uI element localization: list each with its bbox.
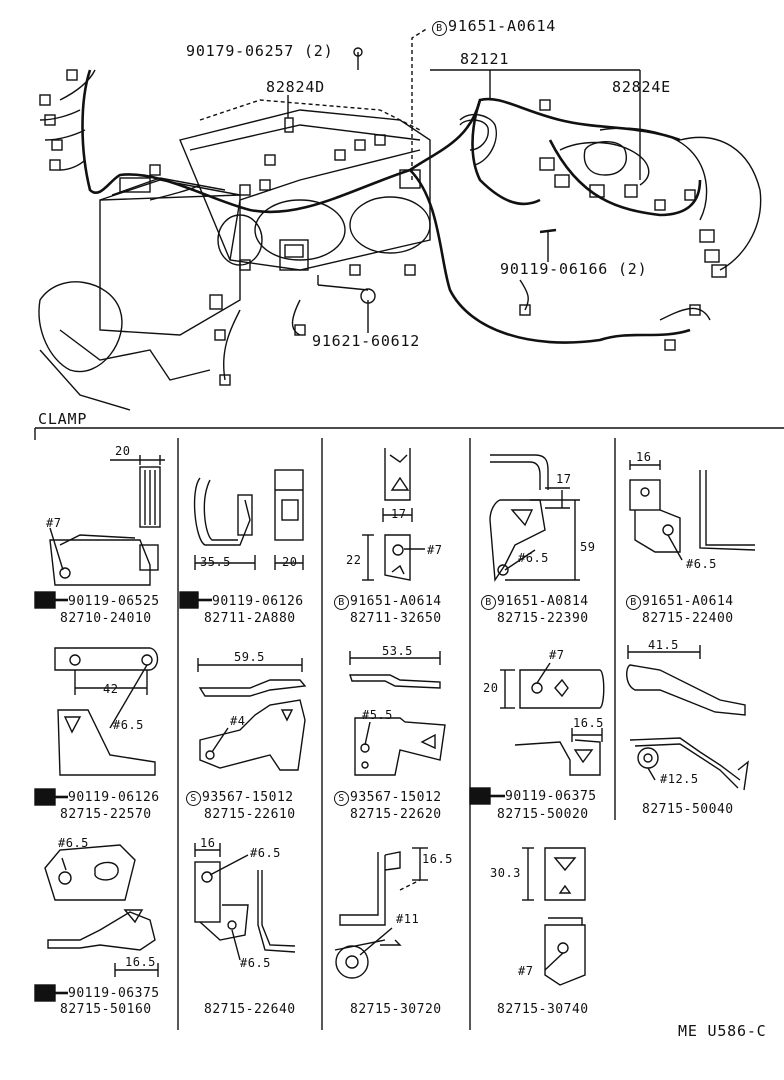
clamp-section-title: CLAMP	[38, 410, 88, 428]
dim: #6.5	[686, 557, 717, 571]
dim: 16	[636, 450, 652, 464]
dim: 16.5	[573, 716, 604, 730]
s-marker: S	[334, 791, 349, 806]
fastener-label: 90119-06375	[68, 986, 160, 1001]
part-number: 82715-22400	[642, 611, 734, 626]
dim: #6.5	[240, 956, 271, 970]
dim: 30.3	[490, 866, 521, 880]
dim: 20	[483, 681, 499, 695]
part-number: 82715-22640	[204, 1002, 296, 1017]
dim: 42	[103, 682, 119, 696]
dim: #7	[427, 543, 443, 557]
clamp-grid	[34, 427, 784, 1030]
dim: 22	[346, 553, 362, 567]
part-number: 82715-22620	[350, 807, 442, 822]
b-marker: B	[626, 595, 641, 610]
dim: 16	[200, 836, 216, 850]
part-number: 82715-50040	[642, 802, 734, 817]
dim: 17	[391, 507, 407, 521]
s-marker: S	[186, 791, 201, 806]
part-number: 82710-24010	[60, 611, 152, 626]
b-marker: B	[432, 21, 447, 36]
dim: 35.5	[200, 555, 231, 569]
part-number: 82715-22610	[204, 807, 296, 822]
dim: 20	[282, 555, 298, 569]
clamp-sketches	[34, 448, 756, 1002]
fastener-icons	[34, 591, 505, 1002]
dim: #12.5	[660, 772, 699, 786]
dim: 17	[556, 472, 572, 486]
part-number: 82715-50160	[60, 1002, 152, 1017]
label-90179-06257: 90179-06257 (2)	[186, 42, 334, 60]
part-number: 82715-22390	[497, 611, 589, 626]
dim: #6.5	[250, 846, 281, 860]
dim: #6.5	[113, 718, 144, 732]
dim: #4	[230, 714, 246, 728]
dim: 41.5	[648, 638, 679, 652]
fastener-label: 90119-06525	[68, 594, 160, 609]
engine-bay-illustration	[38, 27, 762, 411]
dim: #6.5	[518, 551, 549, 565]
dim: #6.5	[58, 836, 89, 850]
dim: 53.5	[382, 644, 413, 658]
dim: #5.5	[362, 708, 393, 722]
b-marker: B	[334, 595, 349, 610]
part-number: 82715-22570	[60, 807, 152, 822]
part-number: 82715-50020	[497, 807, 589, 822]
part-number: 82711-2A880	[204, 611, 296, 626]
part-number: 82715-30720	[350, 1002, 442, 1017]
dim: #7	[518, 964, 534, 978]
dim: 16.5	[125, 955, 156, 969]
fastener-label: 90119-06126	[212, 594, 304, 609]
label-91621-60612: 91621-60612	[312, 332, 421, 350]
fastener-label: 90119-06126	[68, 790, 160, 805]
label-82121: 82121	[460, 50, 510, 68]
label-82824d: 82824D	[266, 78, 325, 96]
dim: #7	[46, 516, 62, 530]
label-82824e: 82824E	[612, 78, 671, 96]
dim: #11	[396, 912, 420, 926]
dim: #7	[549, 648, 565, 662]
part-number: 82715-30740	[497, 1002, 589, 1017]
diagram-code: ME U586-C	[678, 1022, 767, 1040]
fastener-label: 90119-06375	[505, 789, 597, 804]
dim: 16.5	[422, 852, 453, 866]
dim: 59	[580, 540, 596, 554]
part-number: 82711-32650	[350, 611, 442, 626]
b-marker: B	[481, 595, 496, 610]
label-90119-06166: 90119-06166 (2)	[500, 260, 648, 278]
dim: 20	[115, 444, 131, 458]
dim: 59.5	[234, 650, 265, 664]
